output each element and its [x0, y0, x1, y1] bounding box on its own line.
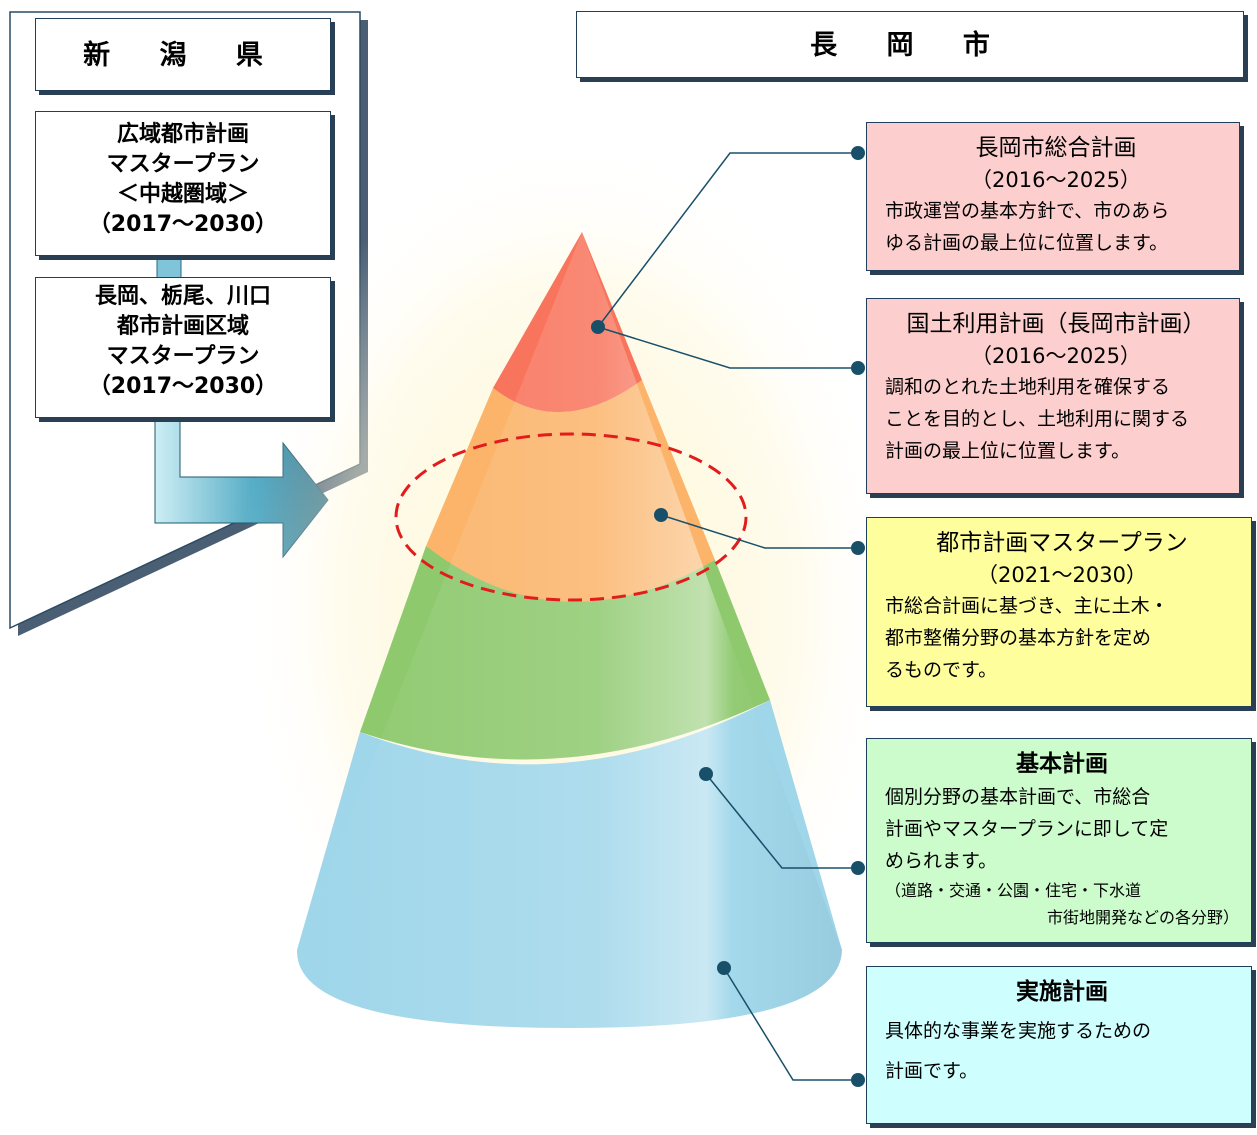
connector-sogo	[597, 152, 858, 328]
plan-kokudo-title: 国土利用計画（長岡市計画）	[906, 311, 1206, 337]
kouiki-line3: ＜中越圏域＞	[116, 182, 249, 207]
plan-kihon-desc3: められます。	[885, 850, 998, 872]
highlight-ellipse	[394, 432, 748, 602]
plan-kihon-note2: 市街地開発などの各分野）	[1046, 908, 1239, 927]
plan-toshi-desc3: るものです。	[885, 659, 998, 681]
plan-jisshi-title: 実施計画	[1016, 979, 1108, 1005]
dot-sogo-box	[851, 146, 865, 160]
plan-jisshi-box: 実施計画 具体的な事業を実施するための 計画です。	[866, 966, 1252, 1124]
plan-sogo-desc2: ゆる計画の最上位に位置します。	[885, 232, 1169, 254]
niigata-link-bar	[156, 255, 182, 279]
kuiki-line2: 都市計画区域	[116, 314, 249, 339]
connector-kihon	[705, 773, 858, 869]
dot-toshi-box	[851, 541, 865, 555]
plan-kokudo-box: 国土利用計画（長岡市計画） （2016～2025） 調和のとれた土地利用を確保す…	[866, 298, 1240, 494]
kuiki-line4: （2017～2030）	[88, 374, 278, 399]
kouiki-line2: マスタープラン	[106, 152, 260, 177]
kuiki-line1: 長岡、栃尾、川口	[94, 284, 271, 309]
plan-kihon-title: 基本計画	[1016, 751, 1108, 777]
plan-kihon-box: 基本計画 個別分野の基本計画で、市総合 計画やマスタープランに即して定 められま…	[866, 738, 1252, 943]
connector-jisshi	[723, 967, 858, 1081]
dot-toshi-cone	[654, 508, 668, 522]
niigata-box-kouiki: 広域都市計画 マスタープラン ＜中越圏域＞ （2017～2030）	[35, 111, 331, 256]
kuiki-line3: マスタープラン	[106, 344, 260, 369]
nagaoka-title-box: 長 岡 市	[576, 11, 1244, 78]
niigata-title: 新 潟 県	[83, 40, 283, 71]
dot-kokudo-box	[851, 361, 865, 375]
dot-kihon-cone	[699, 767, 713, 781]
plan-kokudo-desc2: ことを目的とし、土地利用に関する	[885, 408, 1190, 430]
plan-jisshi-desc1: 具体的な事業を実施するための	[885, 1020, 1152, 1042]
plan-kihon-note1: （道路・交通・公園・住宅・下水道	[885, 881, 1142, 900]
niigata-title-box: 新 潟 県	[35, 18, 331, 91]
plan-sogo-years: （2016～2025）	[971, 168, 1141, 192]
plan-kokudo-desc3: 計画の最上位に位置します。	[885, 440, 1131, 462]
dot-kihon-box	[851, 861, 865, 875]
plan-toshi-title: 都市計画マスタープラン	[936, 530, 1188, 556]
plan-kokudo-years: （2016～2025）	[971, 344, 1141, 368]
nagaoka-title: 長 岡 市	[810, 30, 1010, 61]
plan-toshi-desc2: 都市整備分野の基本方針を定め	[885, 627, 1152, 649]
plan-toshi-desc1: 市総合計画に基づき、主に土木・	[885, 595, 1169, 617]
plan-toshi-years: （2021～2030）	[977, 563, 1147, 587]
plan-kihon-desc2: 計画やマスタープランに即して定	[885, 818, 1169, 840]
plan-kihon-desc1: 個別分野の基本計画で、市総合	[885, 786, 1151, 808]
kouiki-line4: （2017～2030）	[88, 212, 278, 237]
connector-lines	[597, 152, 858, 1081]
plan-sogo-desc1: 市政運営の基本方針で、市のあら	[885, 200, 1170, 222]
plan-kokudo-desc1: 調和のとれた土地利用を確保する	[885, 376, 1171, 398]
cone	[296, 232, 842, 1028]
connector-toshi	[660, 514, 858, 549]
kouiki-line1: 広域都市計画	[116, 122, 249, 147]
plan-sogo-box: 長岡市総合計画 （2016～2025） 市政運営の基本方針で、市のあら ゆる計画…	[866, 122, 1240, 271]
connector-kokudo	[597, 326, 858, 369]
plan-sogo-title: 長岡市総合計画	[975, 135, 1137, 161]
plan-jisshi-desc2: 計画です。	[885, 1060, 979, 1082]
niigata-box-kuiki: 長岡、栃尾、川口 都市計画区域 マスタープラン （2017～2030）	[35, 277, 331, 418]
dot-sogo-cone	[591, 320, 605, 334]
plan-toshi-box: 都市計画マスタープラン （2021～2030） 市総合計画に基づき、主に土木・ …	[866, 517, 1252, 707]
dot-jisshi-cone	[717, 961, 731, 975]
cone-sheen	[296, 232, 842, 1028]
dot-jisshi-box	[851, 1073, 865, 1087]
